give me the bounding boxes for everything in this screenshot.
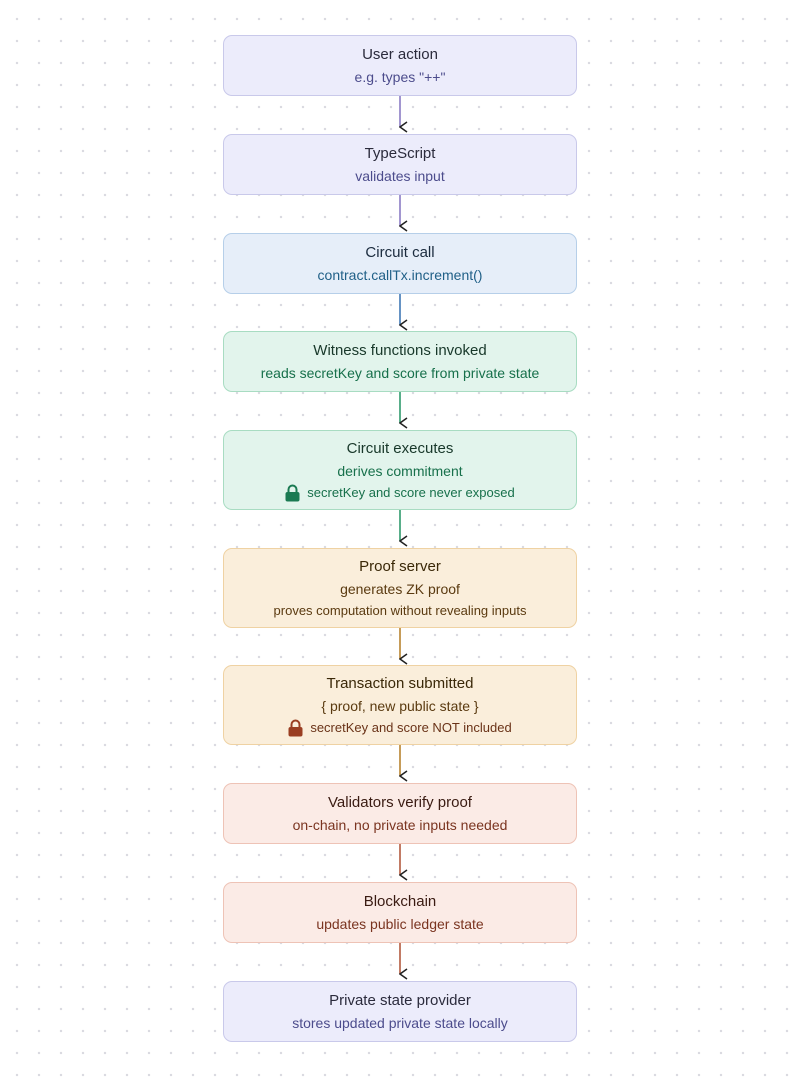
- node-transaction-submitted: Transaction submitted { proof, new publi…: [223, 665, 577, 745]
- lock-closed-icon: [285, 484, 300, 502]
- lock-open-icon: [288, 719, 303, 737]
- node-note: secretKey and score NOT included: [288, 719, 512, 737]
- node-subtitle: reads secretKey and score from private s…: [260, 364, 540, 381]
- node-title: Proof server: [359, 557, 441, 575]
- node-typescript: TypeScript validates input: [223, 134, 577, 195]
- node-subtitle: updates public ledger state: [316, 915, 484, 932]
- node-note-text: proves computation without revealing inp…: [273, 602, 527, 618]
- node-title: Witness functions invoked: [313, 341, 487, 359]
- node-title: Circuit executes: [346, 439, 454, 457]
- node-subtitle: stores updated private state locally: [292, 1014, 508, 1031]
- node-title: Transaction submitted: [326, 674, 474, 692]
- node-witness-functions: Witness functions invoked reads secretKe…: [223, 331, 577, 392]
- node-title: Blockchain: [363, 892, 437, 910]
- node-note: proves computation without revealing inp…: [274, 602, 527, 620]
- node-title: Circuit call: [365, 243, 435, 261]
- node-title: TypeScript: [364, 144, 436, 162]
- node-note: secretKey and score never exposed: [285, 484, 515, 502]
- node-private-state-provider: Private state provider stores updated pr…: [223, 981, 577, 1042]
- node-subtitle: e.g. types "++": [354, 68, 446, 85]
- node-subtitle: derives commitment: [337, 462, 463, 479]
- node-subtitle: generates ZK proof: [340, 580, 460, 597]
- node-circuit-executes: Circuit executes derives commitment secr…: [223, 430, 577, 510]
- node-user-action: User action e.g. types "++": [223, 35, 577, 96]
- node-title: Validators verify proof: [328, 793, 472, 811]
- node-proof-server: Proof server generates ZK proof proves c…: [223, 548, 577, 628]
- node-blockchain: Blockchain updates public ledger state: [223, 882, 577, 943]
- node-subtitle: contract.callTx.increment(): [317, 266, 483, 283]
- node-note-text: secretKey and score NOT included: [310, 719, 512, 735]
- node-note-text: secretKey and score never exposed: [307, 484, 515, 500]
- node-title: User action: [362, 45, 438, 63]
- node-subtitle: validates input: [355, 167, 445, 184]
- node-circuit-call: Circuit call contract.callTx.increment(): [223, 233, 577, 294]
- node-validators: Validators verify proof on-chain, no pri…: [223, 783, 577, 844]
- node-subtitle: on-chain, no private inputs needed: [292, 816, 508, 833]
- node-title: Private state provider: [329, 991, 471, 1009]
- node-subtitle: { proof, new public state }: [321, 697, 479, 714]
